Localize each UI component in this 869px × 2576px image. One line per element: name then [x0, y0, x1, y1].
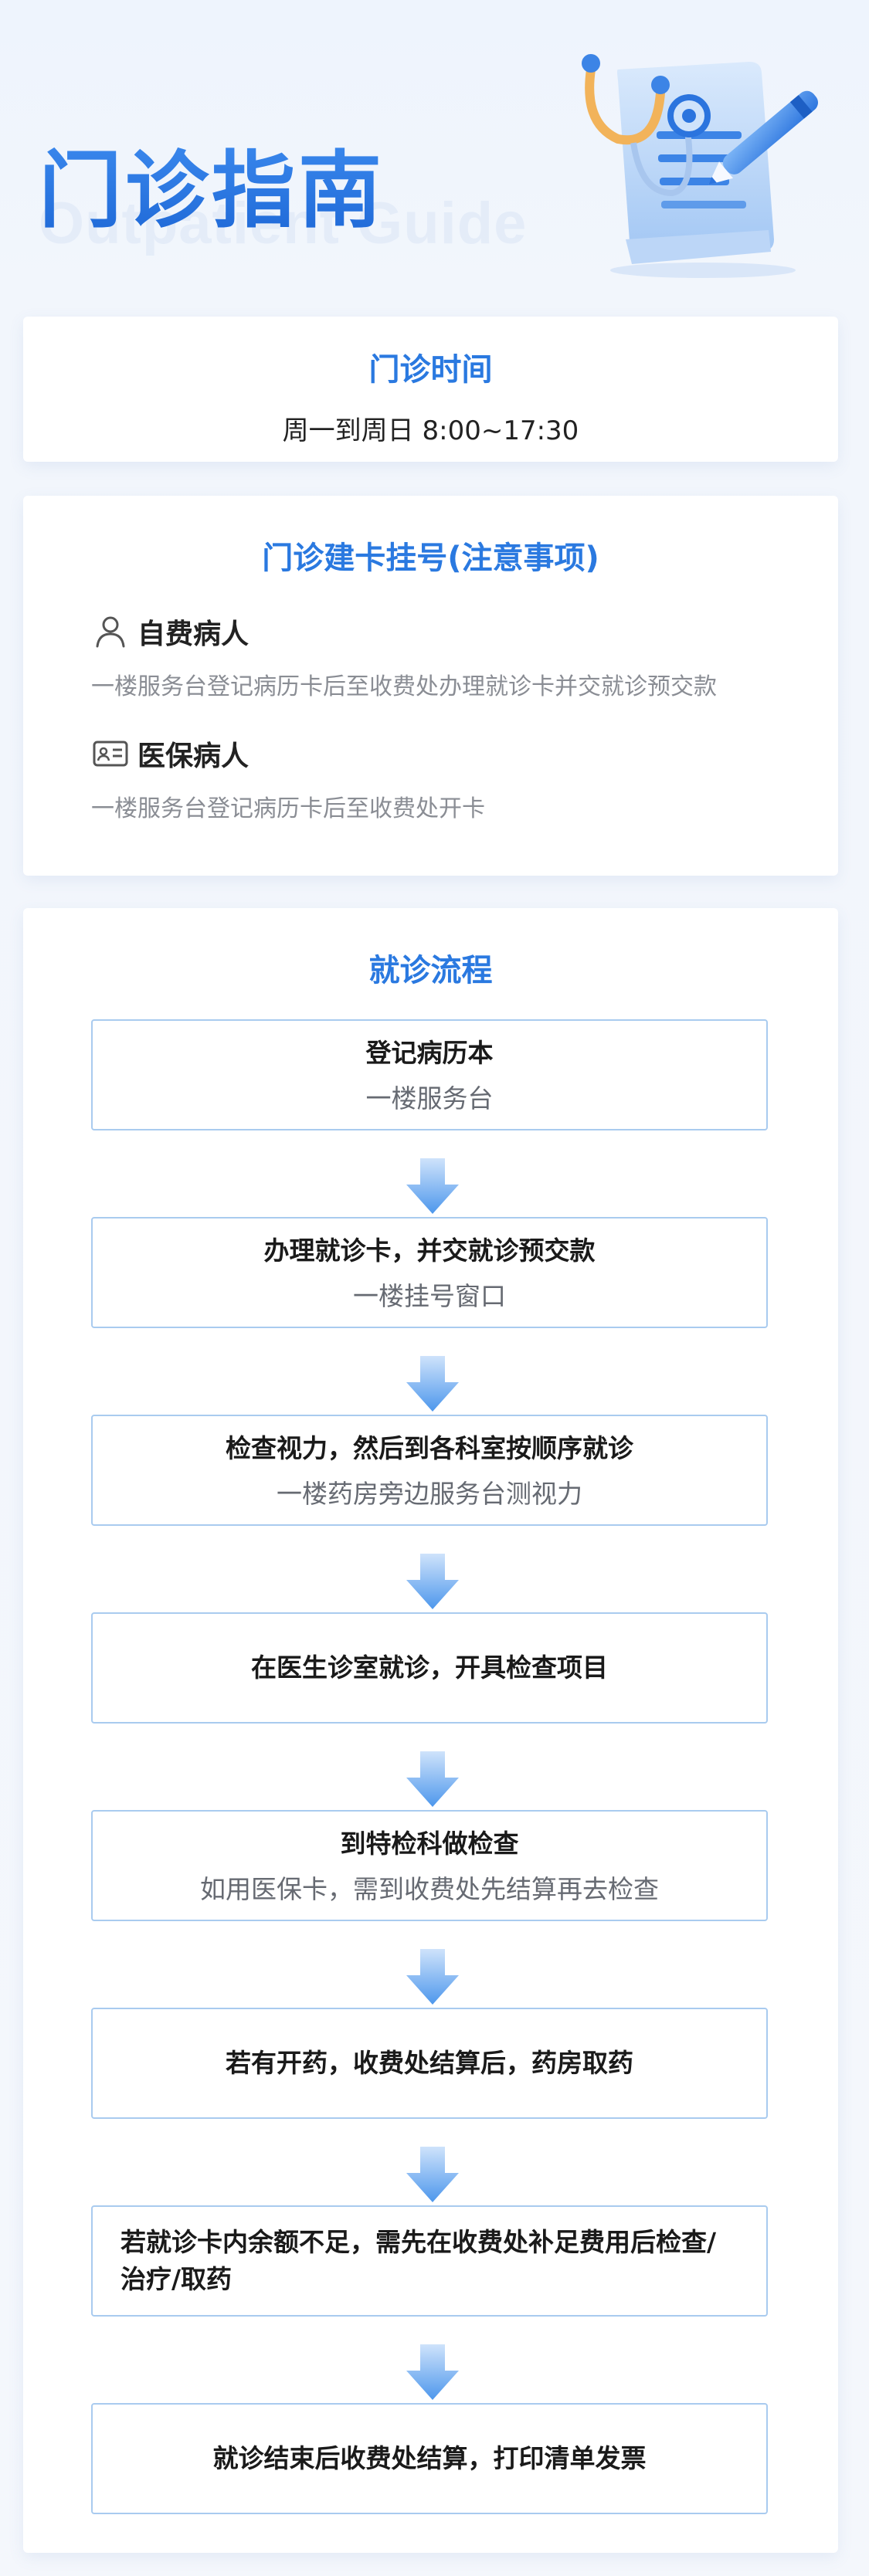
process-step-5: 到特检科做检查 如用医保卡，需到收费处先结算再去检查 — [91, 1810, 768, 1921]
down-arrow-icon — [406, 1949, 459, 2005]
hero-subtitle: Outpatient Guide — [39, 191, 528, 256]
down-arrow-icon — [406, 2344, 459, 2400]
page-title: 门诊指南 — [39, 124, 385, 244]
person-icon — [96, 616, 125, 648]
step-title: 在医生诊室就诊，开具检查项目 — [251, 1652, 608, 1683]
visit-process-title: 就诊流程 — [368, 953, 493, 988]
registration-card: 门诊建卡挂号(注意事项) 自费病人 一楼服务台登记病历卡后至收费处办理就诊卡并交… — [23, 496, 838, 876]
process-step-1: 登记病历本 一楼服务台 — [91, 1019, 768, 1130]
down-arrow-icon — [406, 1158, 459, 1214]
down-arrow-icon — [406, 1356, 459, 1412]
process-step-2: 办理就诊卡，并交就诊预交款 一楼挂号窗口 — [91, 1217, 768, 1328]
self-pay-patient-item: 自费病人 一楼服务台登记病历卡后至收费处办理就诊卡并交就诊预交款 — [91, 608, 807, 701]
step-title: 就诊结束后收费处结算，打印清单发票 — [212, 2443, 647, 2474]
step-title: 若有开药，收费处结算后，药房取药 — [226, 2048, 633, 2079]
self-pay-patient-desc: 一楼服务台登记病历卡后至收费处办理就诊卡并交就诊预交款 — [91, 673, 717, 700]
clinic-hours-card: 门诊时间 周一到周日 8:00~17:30 — [23, 317, 838, 462]
visit-process-card: 就诊流程 登记病历本 一楼服务台 办理就诊卡，并交就诊预交款 一楼挂号窗口 检查… — [23, 908, 838, 2553]
hero-banner: Outpatient Guide 门诊指南 — [0, 0, 869, 309]
down-arrow-icon — [406, 1751, 459, 1807]
down-arrow-icon — [406, 2147, 459, 2202]
process-step-8: 就诊结束后收费处结算，打印清单发票 — [91, 2403, 768, 2514]
step-subtitle: 一楼挂号窗口 — [353, 1280, 506, 1311]
step-title: 登记病历本 — [365, 1038, 494, 1069]
medical-document-illustration-icon — [582, 54, 818, 278]
insured-patient-label: 医保病人 — [137, 741, 249, 772]
process-step-4: 在医生诊室就诊，开具检查项目 — [91, 1612, 768, 1724]
insured-patient-item: 医保病人 一楼服务台登记病历卡后至收费处开卡 — [91, 730, 807, 823]
process-step-7: 若就诊卡内余额不足，需先在收费处补足费用后检查/治疗/取药 — [91, 2205, 768, 2317]
step-title: 办理就诊卡，并交就诊预交款 — [263, 1235, 596, 1266]
self-pay-patient-label: 自费病人 — [137, 619, 249, 650]
step-title: 检查视力，然后到各科室按顺序就诊 — [226, 1433, 633, 1464]
clinic-hours-title: 门诊时间 — [368, 352, 493, 388]
step-subtitle: 如用医保卡，需到收费处先结算再去检查 — [200, 1873, 659, 1904]
step-subtitle: 一楼药房旁边服务台测视力 — [277, 1478, 582, 1509]
step-title: 若就诊卡内余额不足，需先在收费处补足费用后检查/治疗/取药 — [121, 2227, 717, 2294]
step-subtitle: 一楼服务台 — [365, 1083, 494, 1113]
insured-patient-desc: 一楼服务台登记病历卡后至收费处开卡 — [91, 795, 485, 822]
process-step-6: 若有开药，收费处结算后，药房取药 — [91, 2008, 768, 2119]
registration-title: 门诊建卡挂号(注意事项) — [262, 541, 599, 576]
step-title: 到特检科做检查 — [340, 1829, 519, 1859]
id-card-icon — [93, 741, 128, 767]
clinic-hours-text: 周一到周日 8:00~17:30 — [282, 415, 579, 446]
process-step-3: 检查视力，然后到各科室按顺序就诊 一楼药房旁边服务台测视力 — [91, 1415, 768, 1526]
down-arrow-icon — [406, 1554, 459, 1609]
